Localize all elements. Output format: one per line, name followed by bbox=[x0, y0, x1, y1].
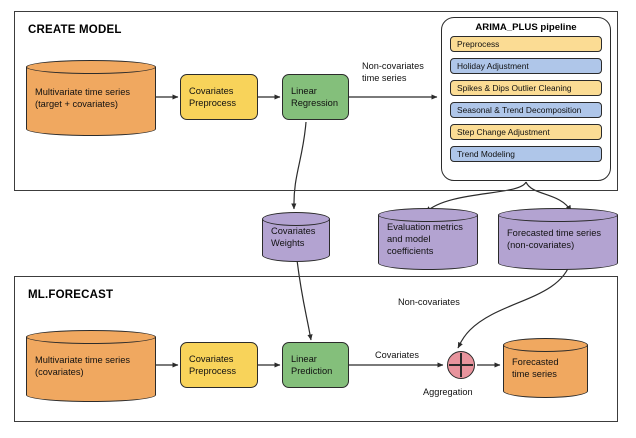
box-label-line1: Covariates bbox=[189, 354, 234, 364]
cylinder-label-line3: coefficients bbox=[387, 246, 434, 256]
cylinder-top bbox=[262, 212, 330, 226]
cylinder-label: Forecasted time series (non-covariates) bbox=[507, 227, 611, 251]
cylinder-label: Multivariate time series (covariates) bbox=[35, 354, 149, 378]
pipeline-step-label: Step Change Adjustment bbox=[457, 127, 550, 137]
box-label-line1: Linear bbox=[291, 86, 317, 96]
ml-forecast-title: ML.FORECAST bbox=[28, 289, 114, 301]
cylinder-mask bbox=[499, 255, 617, 263]
cylinder-covariates-weights: Covariates Weights bbox=[262, 212, 330, 262]
edge-label-non-covariates: Non-covariates bbox=[398, 297, 460, 307]
box-label: Covariates Preprocess bbox=[189, 85, 236, 109]
cylinder-label-line2: time series bbox=[512, 369, 557, 379]
cylinder-label-line2: and model bbox=[387, 234, 431, 244]
pipeline-step-label: Trend Modeling bbox=[457, 149, 515, 159]
cylinder-mask bbox=[27, 121, 155, 129]
pipeline-step-label: Seasonal & Trend Decomposition bbox=[457, 105, 582, 115]
box-covariates-preprocess-forecast[interactable]: Covariates Preprocess bbox=[180, 342, 258, 388]
cylinder-top bbox=[503, 338, 588, 352]
arima-plus-pipeline-title: ARIMA_PLUS pipeline bbox=[475, 22, 577, 33]
box-label-line1: Covariates bbox=[189, 86, 234, 96]
cylinder-top bbox=[378, 208, 478, 222]
cylinder-label-line2: (covariates) bbox=[35, 367, 84, 377]
cylinder-label-line1: Forecasted time series bbox=[507, 228, 602, 238]
cylinder-multivariate-input-forecast: Multivariate time series (covariates) bbox=[26, 330, 156, 402]
pipeline-step-step-change-adjustment[interactable]: Step Change Adjustment bbox=[450, 124, 602, 140]
edge-label-line2: time series bbox=[362, 72, 407, 83]
cylinder-label: Covariates Weights bbox=[271, 225, 323, 249]
box-label-line1: Linear bbox=[291, 354, 317, 364]
cylinder-label: Multivariate time series (target + covar… bbox=[35, 86, 149, 110]
cylinder-body bbox=[26, 337, 156, 395]
cylinder-label-line1: Covariates bbox=[271, 226, 316, 236]
pipeline-step-spikes-dips-outlier-cleaning[interactable]: Spikes & Dips Outlier Cleaning bbox=[450, 80, 602, 96]
cylinder-label: Evaluation metrics and model coefficient… bbox=[387, 221, 471, 257]
cylinder-mask bbox=[504, 383, 587, 391]
cylinder-top bbox=[26, 330, 156, 344]
edge-label-line1: Non-covariates bbox=[362, 61, 424, 71]
box-covariates-preprocess-train[interactable]: Covariates Preprocess bbox=[180, 74, 258, 120]
box-label: Covariates Preprocess bbox=[189, 353, 236, 377]
cylinder-label-line2: (non-covariates) bbox=[507, 240, 575, 250]
cylinder-label-line1: Multivariate time series bbox=[35, 87, 131, 97]
pipeline-step-label: Preprocess bbox=[457, 39, 500, 49]
aggregation-label: Aggregation bbox=[423, 387, 473, 397]
cylinder-label-line1: Evaluation metrics bbox=[387, 222, 463, 232]
pipeline-step-preprocess[interactable]: Preprocess bbox=[450, 36, 602, 52]
cylinder-label-line1: Forecasted bbox=[512, 357, 559, 367]
pipeline-step-trend-modeling[interactable]: Trend Modeling bbox=[450, 146, 602, 162]
cylinder-forecasted-time-series-output: Forecasted time series bbox=[503, 338, 588, 398]
cylinder-label-line1: Multivariate time series bbox=[35, 355, 131, 365]
create-model-title: CREATE MODEL bbox=[28, 24, 122, 36]
aggregation-cross-horizontal bbox=[449, 364, 473, 366]
pipeline-step-holiday-adjustment[interactable]: Holiday Adjustment bbox=[450, 58, 602, 74]
box-label-line2: Prediction bbox=[291, 366, 333, 376]
box-linear-prediction[interactable]: Linear Prediction bbox=[282, 342, 349, 388]
cylinder-mask bbox=[263, 247, 329, 255]
pipeline-step-label: Holiday Adjustment bbox=[457, 61, 529, 71]
cylinder-label-line2: Weights bbox=[271, 238, 305, 248]
edge-label-covariates: Covariates bbox=[375, 350, 419, 360]
box-label: Linear Regression bbox=[291, 85, 338, 109]
create-model-group bbox=[14, 11, 618, 191]
cylinder-multivariate-input-train: Multivariate time series (target + covar… bbox=[26, 60, 156, 136]
edge-label-non-covariates-time-series: Non-covariates time series bbox=[362, 61, 442, 84]
cylinder-evaluation-metrics: Evaluation metrics and model coefficient… bbox=[378, 208, 478, 270]
aggregation-node[interactable] bbox=[447, 351, 475, 379]
cylinder-top bbox=[498, 208, 618, 222]
pipeline-step-seasonal-trend-decomposition[interactable]: Seasonal & Trend Decomposition bbox=[450, 102, 602, 118]
cylinder-mask bbox=[27, 387, 155, 395]
box-label-line2: Preprocess bbox=[189, 366, 237, 376]
cylinder-top bbox=[26, 60, 156, 74]
pipeline-step-label: Spikes & Dips Outlier Cleaning bbox=[457, 83, 572, 93]
cylinder-forecasted-non-covariates: Forecasted time series (non-covariates) bbox=[498, 208, 618, 270]
cylinder-label-line2: (target + covariates) bbox=[35, 99, 118, 109]
box-label: Linear Prediction bbox=[291, 353, 332, 377]
ml-forecast-group bbox=[14, 276, 618, 422]
cylinder-label: Forecasted time series bbox=[512, 356, 581, 380]
box-label-line2: Regression bbox=[291, 98, 339, 108]
cylinder-mask bbox=[379, 255, 477, 263]
box-label-line2: Preprocess bbox=[189, 98, 237, 108]
box-linear-regression[interactable]: Linear Regression bbox=[282, 74, 349, 120]
cylinder-body bbox=[26, 67, 156, 129]
